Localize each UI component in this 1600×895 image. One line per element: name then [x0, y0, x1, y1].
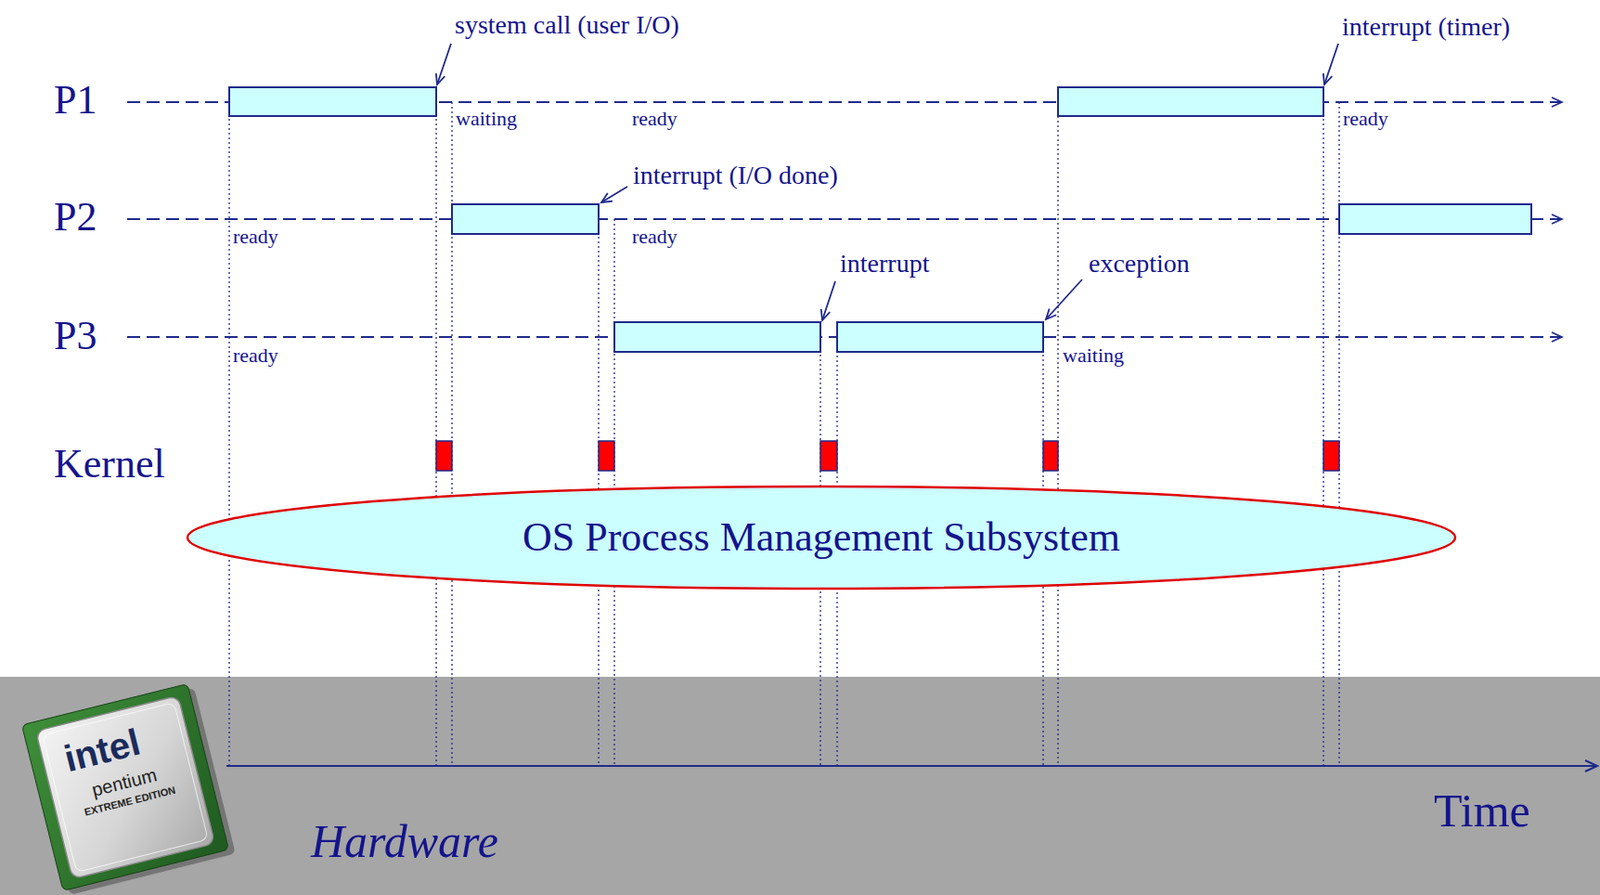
- event-annotation: interrupt (timer): [1341, 12, 1510, 42]
- leader-line: [601, 186, 628, 203]
- subsystem-ellipse: OS Process Management Subsystem: [185, 484, 1458, 591]
- process-lines: [127, 102, 1562, 337]
- event-annotation: interrupt: [839, 248, 930, 279]
- state-label: ready: [1341, 106, 1391, 130]
- kernel-bar: [1043, 440, 1059, 471]
- kernel-name: Kernel: [53, 440, 166, 489]
- event-annotation: system call (user I/O): [454, 10, 680, 40]
- leader-line: [437, 43, 452, 85]
- run-bar: [451, 204, 599, 234]
- run-bar: [614, 322, 821, 352]
- run-bar: [1058, 87, 1324, 117]
- process-name: P2: [53, 193, 97, 242]
- run-bar: [837, 322, 1044, 352]
- run-bar: [229, 87, 437, 117]
- event-annotation: interrupt (I/O done): [632, 160, 839, 191]
- process-name: P1: [53, 77, 97, 125]
- time-marker: [451, 102, 452, 766]
- leader-line: [1045, 279, 1083, 320]
- ellipse-shape: [187, 486, 1456, 589]
- time-marker: [228, 86, 230, 766]
- leader-line: [1324, 43, 1339, 85]
- kernel-bar: [820, 440, 838, 471]
- hardware-band: Hardware: [0, 676, 1600, 895]
- state-label: waiting: [1060, 343, 1126, 367]
- time-marker: [1057, 102, 1059, 766]
- time-axis: [226, 764, 1598, 767]
- axis-label: Time: [1433, 784, 1531, 839]
- time-marker: [1322, 86, 1324, 766]
- state-label: ready: [630, 224, 680, 248]
- kernel-bar: [598, 440, 615, 471]
- state-label: ready: [231, 343, 281, 367]
- subsystem-name: OS Process Management Subsystem: [522, 514, 1121, 562]
- state-label: ready: [630, 106, 680, 130]
- process-name: P3: [53, 312, 97, 361]
- state-label: waiting: [453, 106, 519, 130]
- leader-lines: [437, 43, 1339, 321]
- chip-lid: [36, 695, 216, 878]
- time-markers: [229, 86, 1340, 766]
- hardware-label: Hardware: [310, 814, 499, 869]
- leader-line: [822, 281, 836, 321]
- run-bar: [1339, 204, 1532, 234]
- time-marker: [435, 86, 437, 766]
- time-marker: [597, 204, 599, 766]
- kernel-bar: [1323, 440, 1340, 471]
- chip-substrate: [21, 683, 229, 891]
- kernel-bars: [436, 440, 1340, 471]
- state-label: ready: [231, 224, 281, 248]
- time-marker: [1338, 102, 1340, 766]
- chip-lid-edge: [42, 702, 208, 873]
- run-bars: [229, 87, 1532, 352]
- kernel-bar: [436, 440, 452, 471]
- cpu-chip: [21, 682, 235, 895]
- hardware-ground: [0, 676, 1600, 895]
- event-annotation: exception: [1088, 248, 1190, 279]
